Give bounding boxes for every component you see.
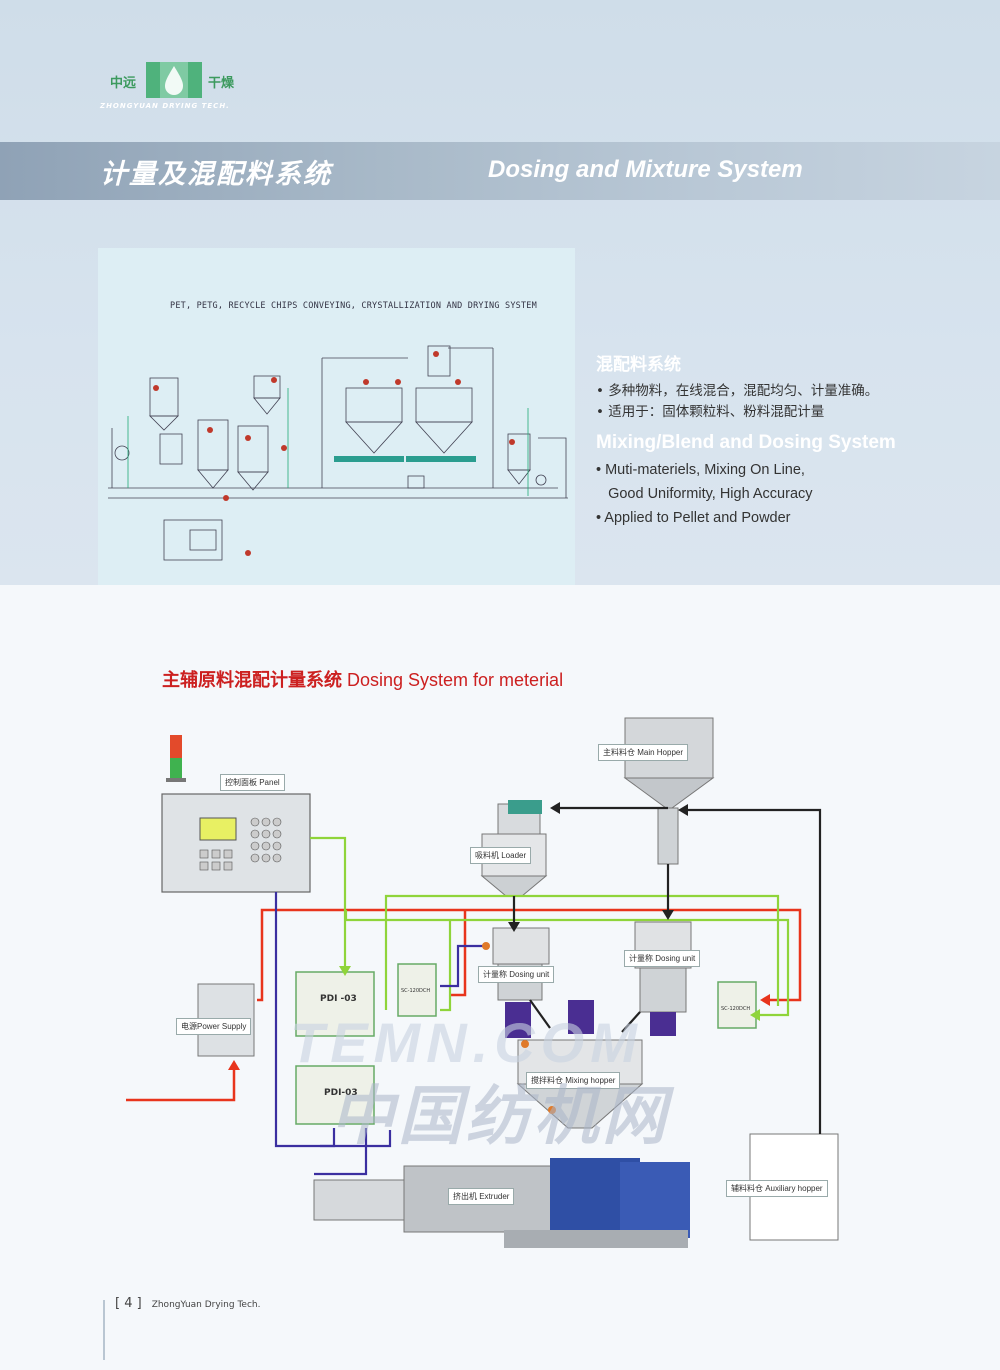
section-title: 主辅原料混配计量系统 Dosing System for meterial — [162, 666, 563, 692]
page-number: [ 4 ] — [115, 1296, 142, 1311]
page-title-cn: 计量及混配料系统 — [100, 159, 332, 190]
water-drop-icon — [146, 62, 202, 98]
pdi-top-text: PDI -03 — [320, 994, 357, 1004]
footer-divider — [103, 1300, 105, 1360]
features-item-cn: • 多种物料，在线混合，混配均匀、计量准确。 — [596, 383, 879, 399]
footer-company: ZhongYuan Drying Tech. — [151, 1300, 261, 1310]
logo-cn-left: 中远 — [110, 76, 137, 91]
pdi-bottom-text: PDI-03 — [324, 1088, 358, 1098]
sc-box-left — [397, 963, 437, 1017]
company-logo: 中远 干燥 ZHONGYUAN DRYING TECH. — [100, 58, 250, 128]
label-extruder: 挤出机 Extruder — [448, 1188, 515, 1205]
dosing-diagram-drawing — [126, 717, 839, 1248]
pdi-box-top — [295, 971, 375, 1037]
dosing-unit-left — [492, 927, 550, 965]
label-loader: 吸料机 Loader — [470, 847, 532, 864]
label-dosing-unit-right: 计量称 Dosing unit — [624, 950, 701, 967]
watermark-cn: 中国纺机网 — [330, 1080, 670, 1154]
label-auxiliary-hopper: 辅料料仓 Auxiliary hopper — [726, 1180, 828, 1197]
sc-right-text: SC-120DCH — [721, 1006, 751, 1012]
logo-cn-right: 干燥 — [208, 76, 235, 91]
label-mixing-hopper: 搅拌料仓 Mixing hopper — [526, 1072, 621, 1089]
dosing-diagram: 控制面板 Panel 主料料仓 Main Hopper 吸料机 Loader 计… — [120, 710, 860, 1260]
schematic-title: PET, PETG, RECYCLE CHIPS CONVEYING, CRYS… — [170, 301, 537, 311]
features-item-en: • Applied to Pellet and Powder — [596, 510, 791, 526]
features-heading-en: Mixing/Blend and Dosing System — [596, 432, 896, 453]
page-title-en: Dosing and Mixture System — [488, 156, 803, 183]
section-title-cn: 主辅原料混配计量系统 — [162, 670, 342, 691]
features-item-en: Good Uniformity, High Accuracy — [596, 486, 813, 502]
pdi-box-bottom — [295, 1065, 375, 1125]
section-title-en: Dosing System for meterial — [342, 670, 564, 690]
system-schematic: PET, PETG, RECYCLE CHIPS CONVEYING, CRYS… — [98, 248, 575, 585]
control-panel — [161, 793, 311, 893]
label-power-supply: 电源Power Supply — [176, 1018, 252, 1035]
label-panel: 控制面板 Panel — [220, 774, 285, 791]
features-item-en: • Muti-materiels, Mixing On Line, — [596, 462, 805, 478]
logo-en: ZHONGYUAN DRYING TECH. — [100, 102, 230, 110]
mixer-motor — [568, 1000, 594, 1034]
label-dosing-unit-left: 计量称 Dosing unit — [478, 966, 555, 983]
sc-box-right — [717, 981, 757, 1029]
schematic-drawing — [108, 345, 568, 561]
features-panel: 混配料系统 • 多种物料，在线混合，混配均匀、计量准确。 • 适用于：固体颗粒料… — [596, 350, 986, 530]
features-heading-cn: 混配料系统 — [596, 355, 681, 375]
sc-left-text: SC-120DCH — [401, 988, 431, 994]
features-item-cn: • 适用于：固体颗粒料、粉料混配计量 — [596, 404, 825, 420]
footer: [ 4 ] ZhongYuan Drying Tech. — [115, 1296, 260, 1311]
label-main-hopper: 主料料仓 Main Hopper — [598, 744, 689, 761]
watermark-en: TEMN.COM — [290, 1011, 643, 1074]
title-bar — [0, 142, 1000, 200]
